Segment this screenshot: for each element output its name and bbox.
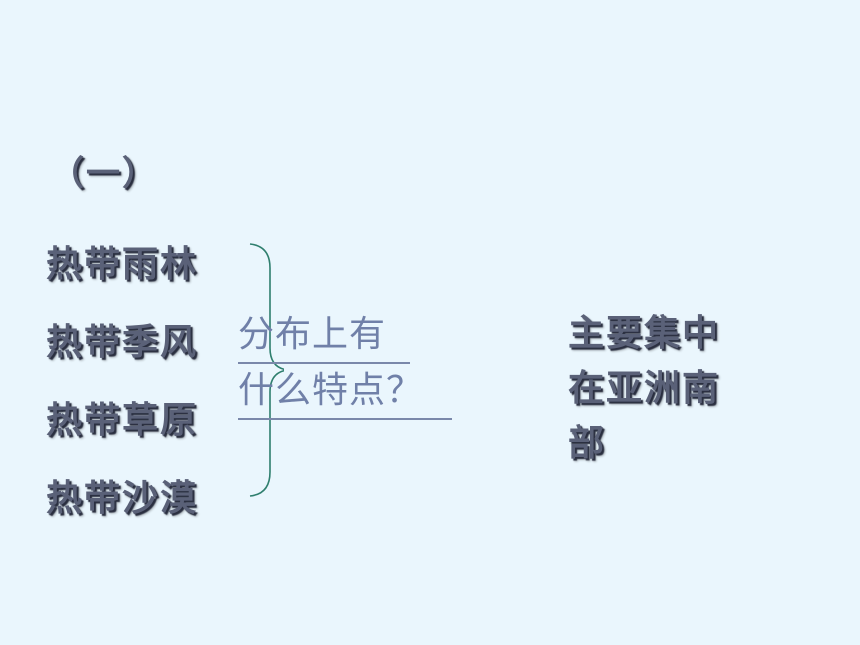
right-brace (249, 243, 284, 497)
biome-list: 热带雨林 热带季风 热带草原 热带沙漠 (46, 226, 198, 538)
question-line-1: 分布上有 (238, 308, 410, 364)
section-heading: （一） (50, 154, 158, 194)
biome-item-tropical-savanna: 热带草原 (46, 400, 199, 441)
biome-item-tropical-desert: 热带沙漠 (46, 478, 199, 519)
answer-text: 主要集中在亚洲南部 (568, 313, 721, 464)
biome-item-tropical-rainforest: 热带雨林 (46, 244, 199, 285)
biome-item-tropical-monsoon: 热带季风 (46, 322, 199, 363)
question-text: 分布上有 什么特点？ (238, 308, 452, 420)
question-line-2: 什么特点？ (238, 364, 452, 420)
